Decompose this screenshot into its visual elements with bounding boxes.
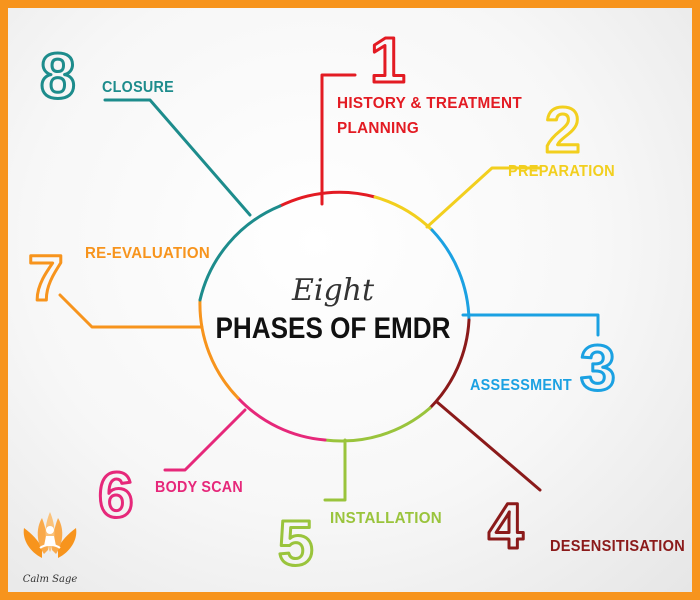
phase-5-connector <box>323 406 432 502</box>
phase-1-connector <box>278 73 377 208</box>
phase-3-number: 3 <box>580 332 616 404</box>
phase-1-label-line2: PLANNING <box>337 120 419 137</box>
phase-3-label: ASSESSMENT <box>470 377 572 394</box>
phase-7-connector <box>58 293 240 400</box>
phase-2-number: 2 <box>545 94 581 166</box>
phase-3-connector <box>430 228 600 337</box>
phase-2-connector <box>373 166 542 232</box>
phase-8-number: 8 <box>40 40 76 112</box>
phase-7-number: 7 <box>28 242 64 314</box>
phase-6-label: BODY SCAN <box>155 479 243 496</box>
phase-4-connector <box>428 318 542 492</box>
phase-2-label: PREPARATION <box>508 163 615 180</box>
page-title: PHASES OF EMDR <box>216 312 451 345</box>
lotus-meditation-icon <box>23 512 77 558</box>
phase-7-label: RE-EVALUATION <box>85 245 210 262</box>
phase-4-label: DESENSITISATION <box>550 538 685 555</box>
phase-1-number: 1 <box>370 24 406 96</box>
title-script: Eight <box>291 273 375 308</box>
logo-text: Calm Sage <box>23 574 78 585</box>
phase-6-number: 6 <box>98 459 134 531</box>
phase-5-number: 5 <box>278 507 314 579</box>
phase-6-connector <box>163 396 327 472</box>
phase-8-label: CLOSURE <box>102 79 174 96</box>
phase-1-label: HISTORY & TREATMENT <box>337 95 522 112</box>
phase-8-connector <box>103 98 282 302</box>
phase-5-label: INSTALLATION <box>330 510 442 527</box>
phase-4-number: 4 <box>488 490 524 562</box>
